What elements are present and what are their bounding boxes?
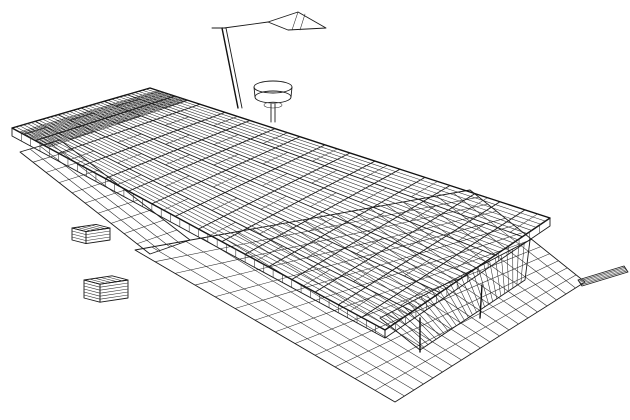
- rooftop-vent: [253, 80, 293, 123]
- lamp-post: [211, 11, 327, 109]
- loose-panel-stacks: [71, 223, 129, 303]
- loose-panel-stack-large: [83, 275, 129, 303]
- roof-panel-grid: [11, 87, 551, 339]
- loose-panel-stack-small: [71, 223, 111, 245]
- detached-panel-strip: [577, 265, 629, 287]
